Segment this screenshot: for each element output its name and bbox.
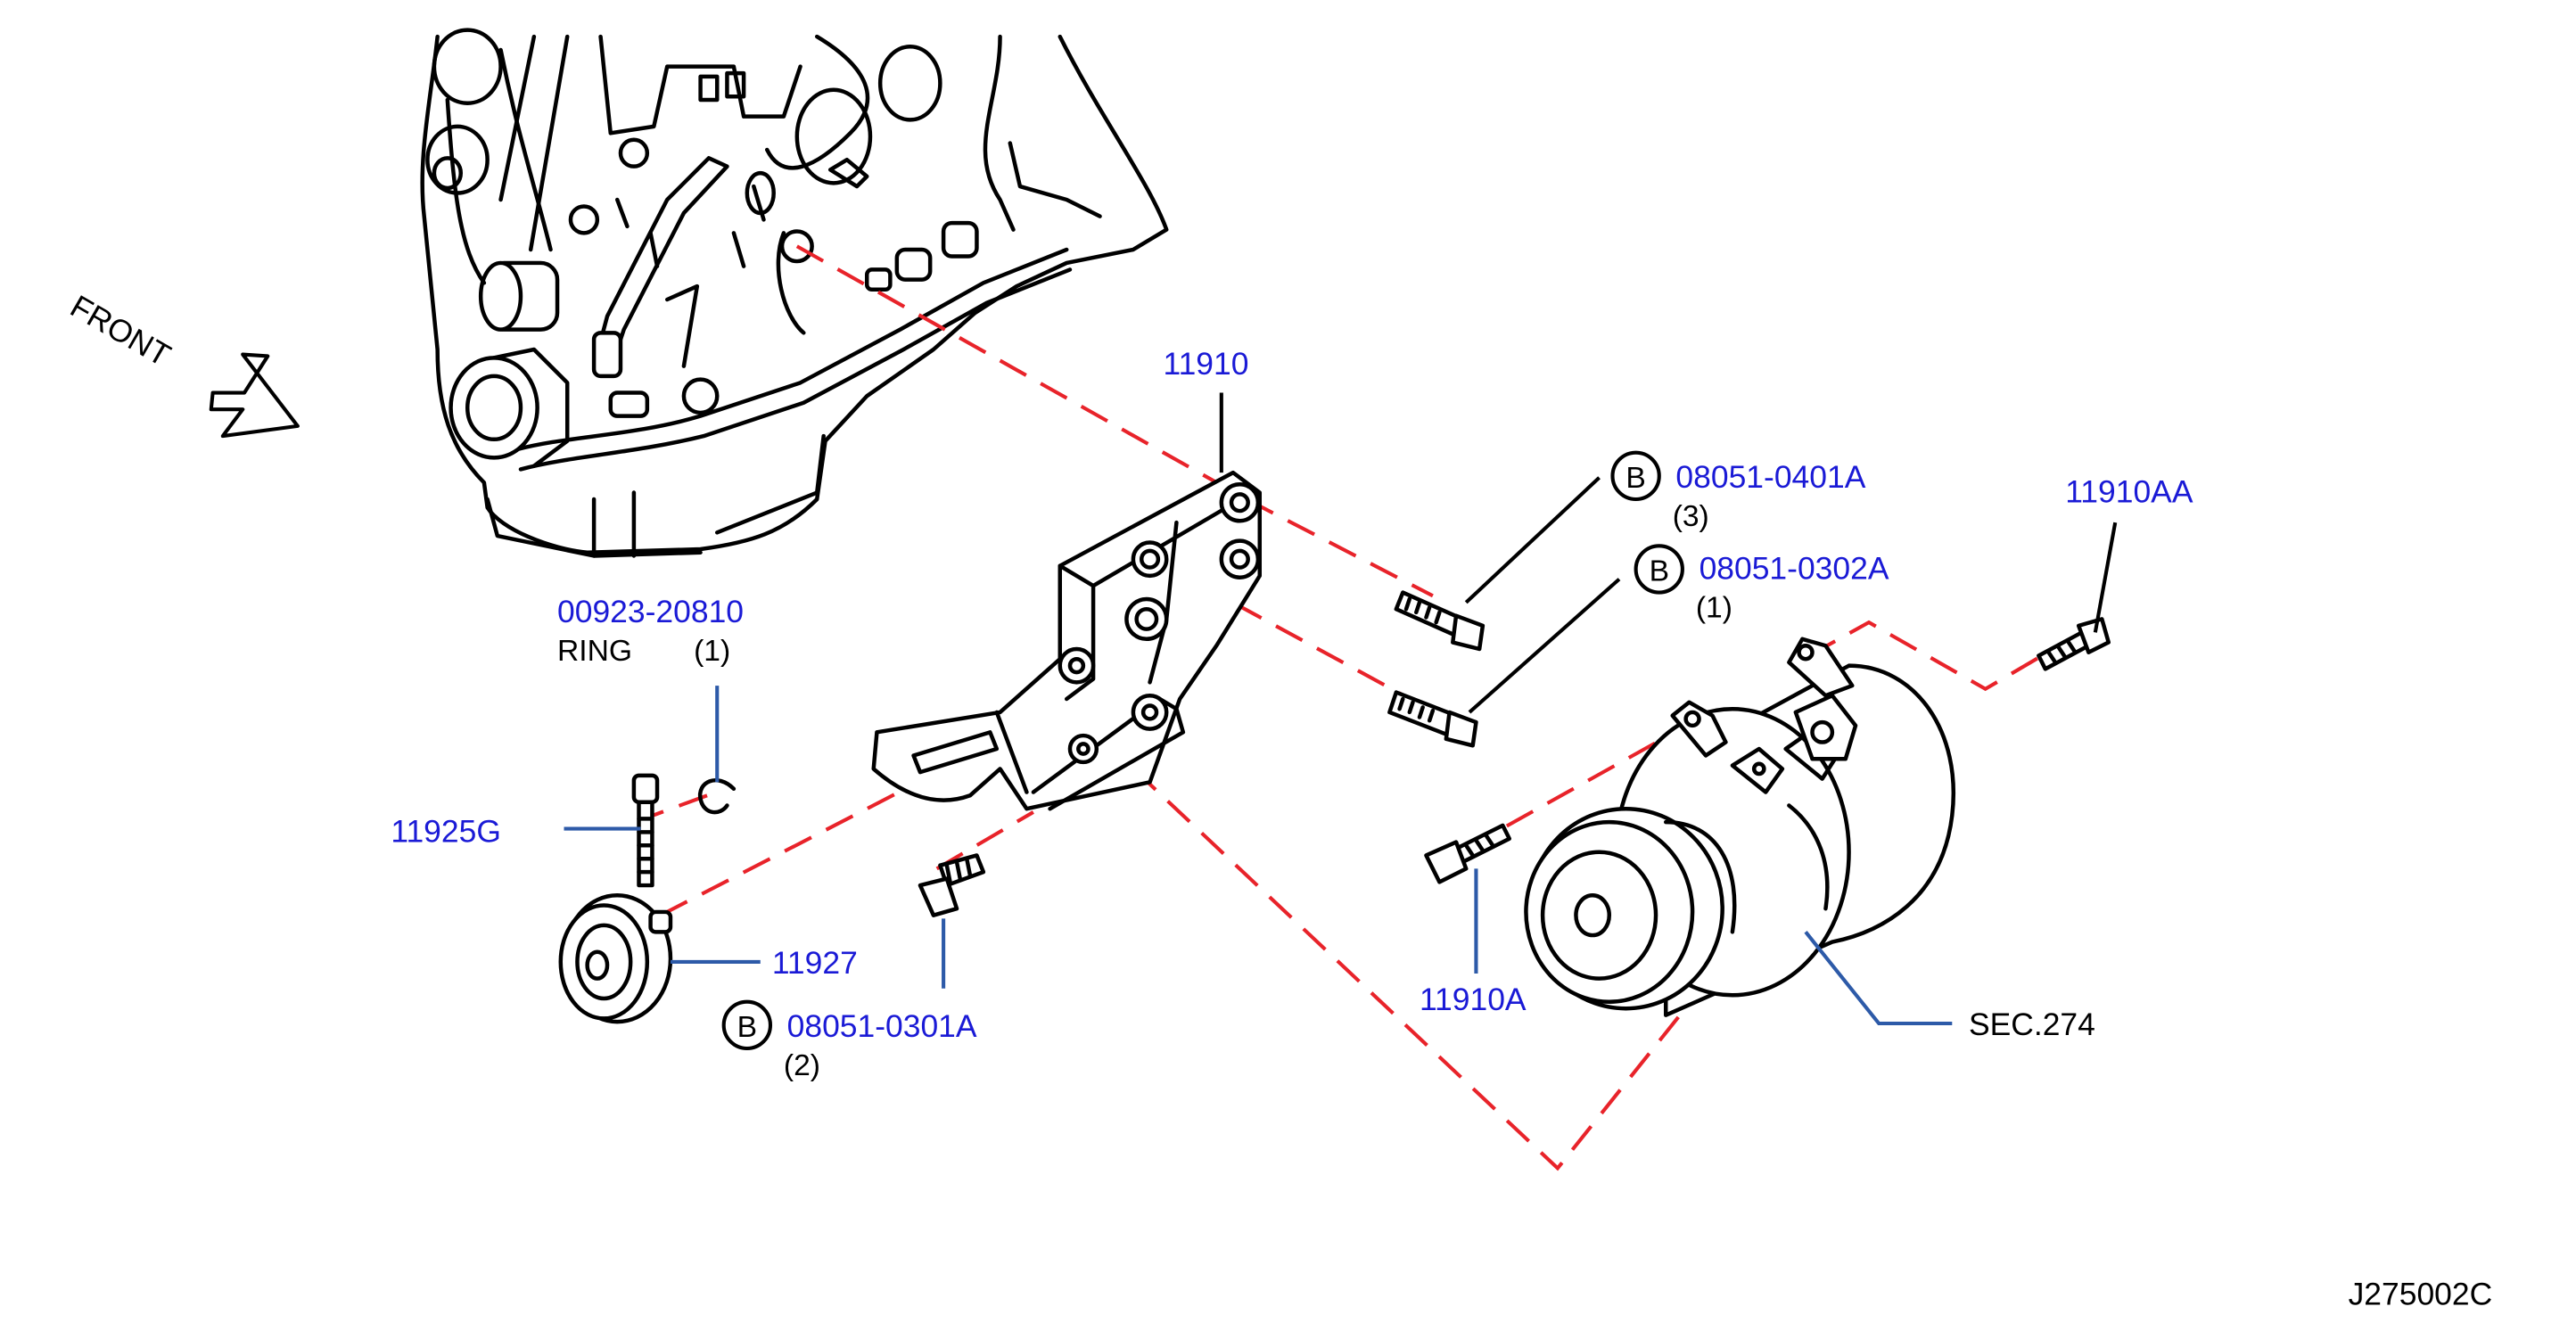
- engine-block: [420, 28, 1169, 558]
- callout-08051-0401A-marker: B: [1625, 462, 1645, 495]
- front-arrow-icon: [209, 352, 300, 439]
- callout-sec-274: SEC.274: [1969, 1007, 2095, 1042]
- callout-08051-0302A-marker: B: [1650, 555, 1669, 588]
- front-arrow-group: FRONT: [64, 288, 300, 439]
- callout-08051-0301A-qty: (2): [784, 1049, 820, 1082]
- callout-08051-0302A: 08051-0302A: [1700, 551, 1889, 587]
- callout-08051-0301A: 08051-0301A: [787, 1008, 977, 1044]
- bolt-08051-0301A: [918, 853, 986, 917]
- callout-ring-qty: (1): [694, 635, 730, 668]
- callout-11910: 11910: [1164, 346, 1249, 382]
- b-marker-circle: [721, 999, 773, 1051]
- ac-compressor: [1524, 637, 1955, 1017]
- callout-11910AA: 11910AA: [2065, 474, 2193, 510]
- diagram-code: J275002C: [2349, 1276, 2493, 1311]
- callout-08051-0302A-qty: (1): [1696, 592, 1732, 625]
- ring-clip: [698, 778, 737, 815]
- callout-08051-0301A-marker: B: [737, 1011, 757, 1044]
- bolt-08051-0302A: [1387, 690, 1478, 748]
- callout-08051-0401A: 08051-0401A: [1675, 459, 1865, 495]
- leader-lines: [564, 392, 2118, 1026]
- callout-11925G: 11925G: [391, 814, 501, 850]
- callout-08051-0401A-qty: (3): [1673, 500, 1709, 533]
- callout-00923-20810: 00923-20810: [557, 594, 744, 629]
- callout-11910A: 11910A: [1420, 982, 1527, 1017]
- front-label: FRONT: [64, 288, 177, 374]
- bolt-11910A: [1424, 823, 1512, 884]
- b-marker-circle: [1610, 450, 1661, 502]
- idler-bolt-11925G: [631, 773, 660, 888]
- b-marker-circle: [1634, 544, 1684, 595]
- callout-ring-name: RING: [557, 635, 632, 668]
- idler-pulley: [558, 893, 673, 1024]
- bolt-11910AA: [2037, 617, 2111, 671]
- compressor-bracket: [871, 470, 1263, 811]
- callouts: 11910 B 08051-0401A (3) B 08051-0302A (1…: [391, 346, 2492, 1311]
- callout-11927: 11927: [772, 945, 858, 981]
- bolt-08051-0401A: [1394, 590, 1486, 652]
